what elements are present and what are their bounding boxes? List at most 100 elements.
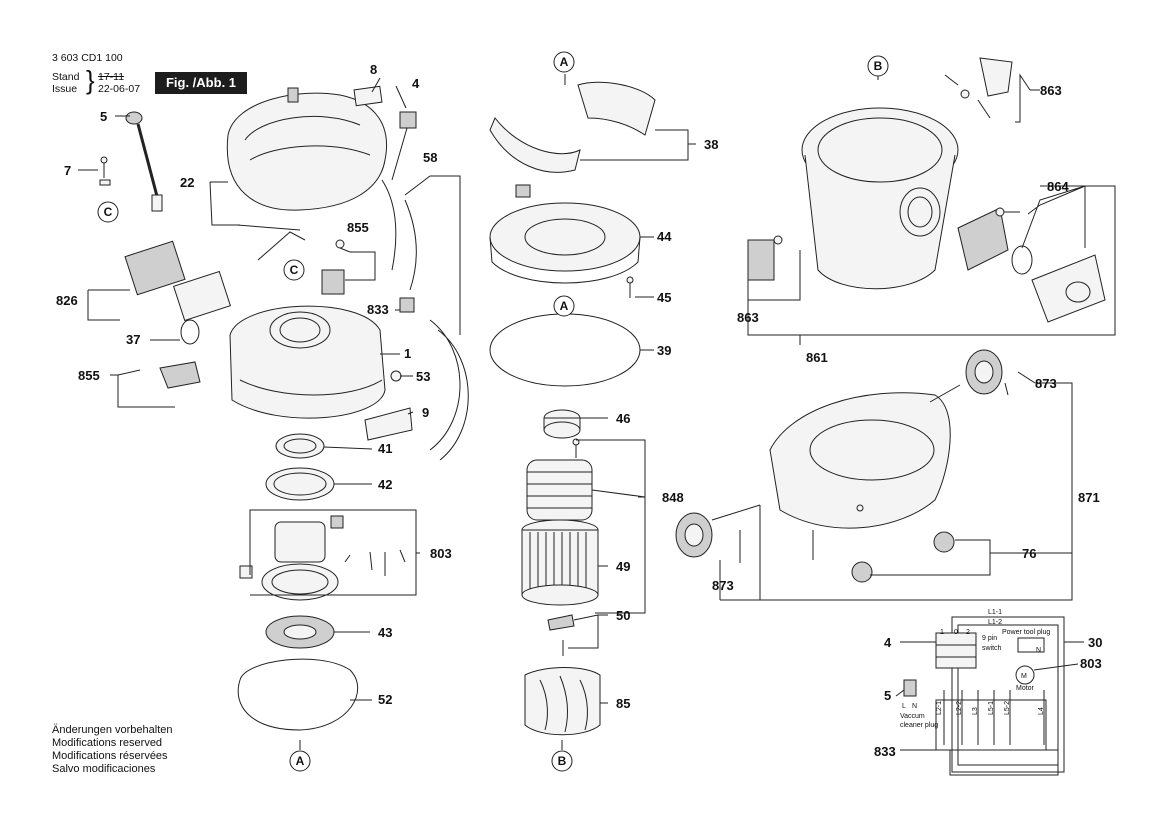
part-label: 7: [64, 163, 71, 178]
wire-label: L4: [1038, 707, 1045, 715]
callout-a: A: [296, 754, 305, 768]
wire-label: L2-2: [956, 701, 963, 715]
part-label: 863: [737, 310, 759, 325]
screw-part-45: [626, 276, 634, 284]
seal-part-39: [489, 313, 641, 387]
motor-label: Motor: [1016, 685, 1035, 692]
filter-cage-part-848: [526, 438, 593, 521]
part-label: 49: [616, 559, 630, 574]
part-label: 85: [616, 696, 630, 711]
callout-a: A: [560, 299, 569, 313]
cord-part-58: [381, 179, 469, 461]
strip-part: [236, 224, 306, 261]
switch-part-4: [399, 111, 417, 129]
part-label: 52: [378, 692, 392, 707]
label-part-9: [364, 407, 413, 441]
part-label: 53: [416, 369, 430, 384]
ring-part-41: [275, 433, 325, 459]
part-label: 873: [712, 578, 734, 593]
part-label: 58: [423, 150, 437, 165]
part-label: 855: [347, 220, 369, 235]
plug-n-label: N: [912, 703, 917, 710]
filter-housing-part-44: [489, 184, 641, 284]
board-part-833: [399, 297, 415, 313]
callout-a-bubble: [553, 51, 575, 73]
modification-line: Salvo modificaciones: [52, 763, 156, 775]
switch-label: 9 pin: [982, 635, 997, 642]
wire-label: L5-1: [988, 701, 995, 715]
clip-part-855: [321, 269, 345, 295]
switch-pos-label: 0: [954, 629, 958, 636]
part-label: 803: [430, 546, 452, 561]
wiring-part-label: 803: [1080, 656, 1102, 671]
switch-pos-label: 2: [966, 629, 970, 636]
wire-label: L1-2: [988, 619, 1002, 626]
part-label: 1: [404, 346, 411, 361]
part-label: 38: [704, 137, 718, 152]
screw-part-7: [99, 156, 111, 186]
part-label: 46: [616, 411, 630, 426]
callout-a: A: [560, 55, 569, 69]
part-label: 45: [657, 290, 671, 305]
part-label: 871: [1078, 490, 1100, 505]
part-label: 848: [662, 490, 684, 505]
callout-b-bubble-2: [867, 55, 889, 77]
nut-part-53: [390, 370, 402, 382]
callout-c: C: [104, 205, 113, 219]
bag-part-85: [524, 667, 601, 736]
switch-label: switch: [982, 645, 1002, 652]
part-label: 43: [378, 625, 392, 640]
base-part-871: [769, 392, 951, 529]
modification-line: Änderungen vorbehalten: [52, 724, 173, 736]
part-label: 22: [180, 175, 194, 190]
clip-part-855b: [159, 361, 201, 389]
wire-label: L1-1: [988, 609, 1002, 616]
part-label: 855: [78, 368, 100, 383]
motor-part-803: [239, 515, 406, 601]
part-label: 861: [806, 350, 828, 365]
power-tool-plug-label: Power tool plug: [1002, 629, 1050, 636]
part-label: 50: [616, 608, 630, 623]
callout-b: B: [874, 59, 883, 73]
part-label: 4: [412, 76, 420, 91]
modifications-note: Änderungen vorbehalten Modifications res…: [52, 724, 172, 776]
part-label: 826: [56, 293, 78, 308]
callout-c-bubble: [97, 201, 119, 223]
label-part-8: [353, 85, 383, 107]
part-label: 8: [370, 62, 377, 77]
inlet-cover-part-864b: [1031, 254, 1106, 323]
part-label: 5: [100, 109, 107, 124]
callout-c-bubble-2: [283, 259, 305, 281]
wiring-diagram: [900, 616, 1065, 776]
callout-b-bubble: [551, 750, 573, 772]
issue-label: Issue: [52, 83, 78, 95]
callout-a-bubble-2: [553, 295, 575, 317]
grille-part-826: [124, 240, 186, 296]
plug-l-label: L: [902, 703, 906, 710]
vacuum-plug-label: cleaner plug: [900, 722, 938, 729]
top-cover-part: [226, 87, 387, 211]
part-label: 44: [657, 229, 672, 244]
wire-label: L5-2: [1004, 701, 1011, 715]
part-label: 42: [378, 477, 392, 492]
part-label: 873: [1035, 376, 1057, 391]
figure-label: Fig. /Abb. 1: [155, 72, 247, 94]
modification-line: Modifications reserved: [52, 737, 163, 749]
plug-n-label: N: [1036, 647, 1041, 654]
wire-label: L2-1: [936, 701, 943, 715]
latch-part-863b: [747, 239, 775, 281]
wiring-part-label: 4: [884, 635, 892, 650]
part-label: 833: [367, 302, 389, 317]
inlet-part-864: [957, 207, 1009, 271]
motor-housing-part-1: [229, 305, 386, 419]
wiring-part-label: 30: [1088, 635, 1102, 650]
wire-label: L3: [972, 707, 979, 715]
wiring-part-label: 833: [874, 744, 896, 759]
callout-b: B: [558, 754, 567, 768]
brace: }: [86, 65, 95, 95]
cable-part-5: [125, 111, 163, 212]
grille-part-826b: [172, 270, 232, 322]
caster-part-76: [933, 531, 955, 553]
part-label: 39: [657, 343, 671, 358]
